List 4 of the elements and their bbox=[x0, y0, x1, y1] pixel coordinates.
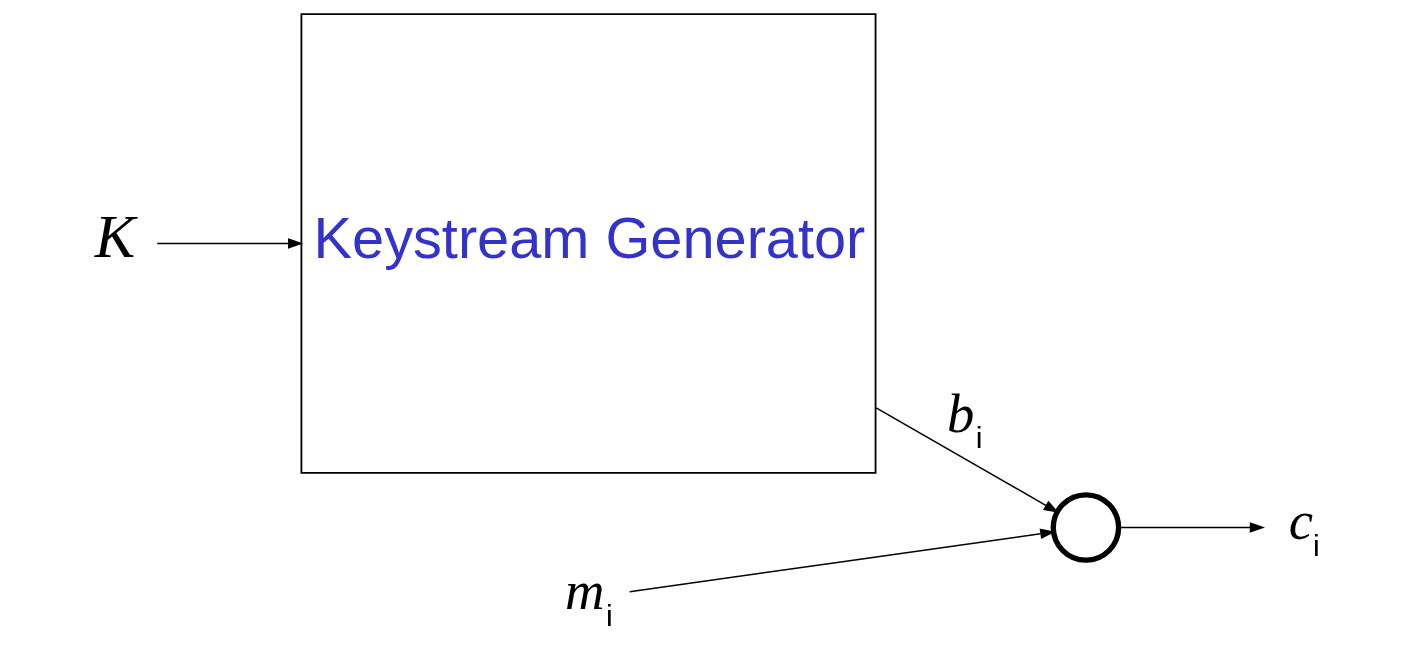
node-text: c$_{i}$ bbox=[1288, 490, 1320, 562]
node-text: K bbox=[94, 203, 136, 271]
edge-label: b$_{i}$ bbox=[946, 382, 983, 455]
node-text: m$_{i}$ bbox=[564, 560, 613, 632]
